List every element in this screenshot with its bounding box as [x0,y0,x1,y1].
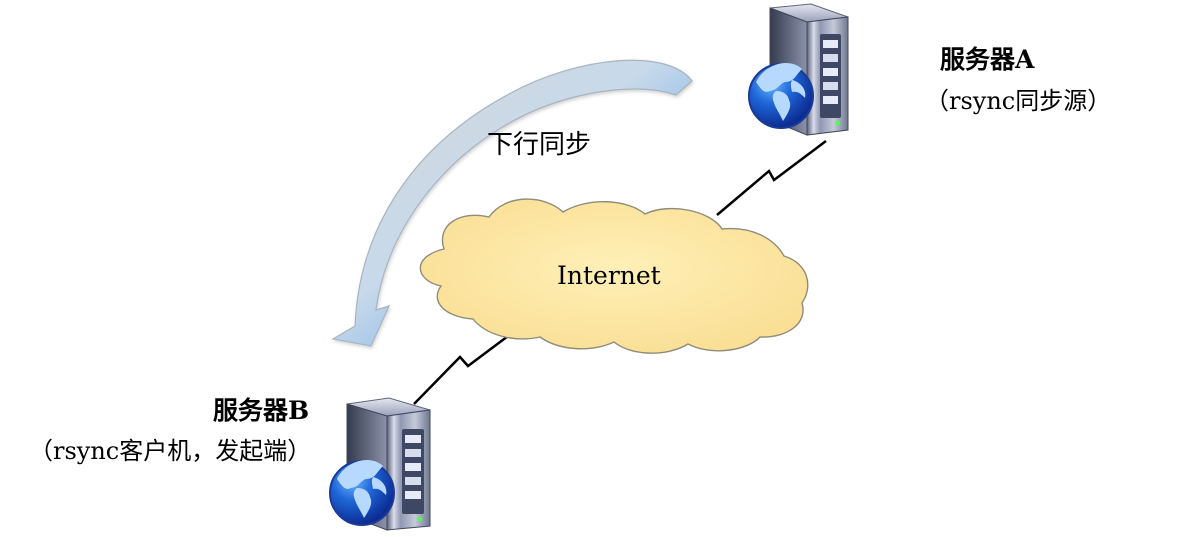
server-b-globe-icon [329,459,395,526]
internet-cloud [419,198,809,354]
server-b-drive-1 [405,435,421,443]
server-b-name: 服务器B [213,396,310,425]
server-a-icon [748,3,849,136]
server-b-status-light [417,516,423,522]
internet-label: Internet [557,261,661,290]
server-b-drive-2 [405,449,421,457]
server-a-status-light [835,120,841,126]
server-b-drive-3 [405,463,421,471]
server-a-role: （rsync同步源） [925,87,1112,115]
server-a-drive-5 [823,96,838,104]
sync-arrow [331,59,693,347]
sync-label: 下行同步 [487,130,592,160]
server-a-drive-3 [823,68,838,76]
server-b-icon [329,397,431,531]
link-server-a-to-internet [716,140,827,216]
server-a-name: 服务器A [940,45,1035,74]
server-a-drive-2 [823,54,838,62]
server-a-drive-1 [823,40,838,48]
server-b-drive-5 [405,491,421,499]
server-b-drive-4 [405,477,421,485]
server-b-role: （rsync客户机，发起端） [29,437,312,465]
server-a-globe-icon [748,62,814,129]
server-a-drive-4 [823,82,838,90]
link-internet-to-server-b [413,323,525,405]
